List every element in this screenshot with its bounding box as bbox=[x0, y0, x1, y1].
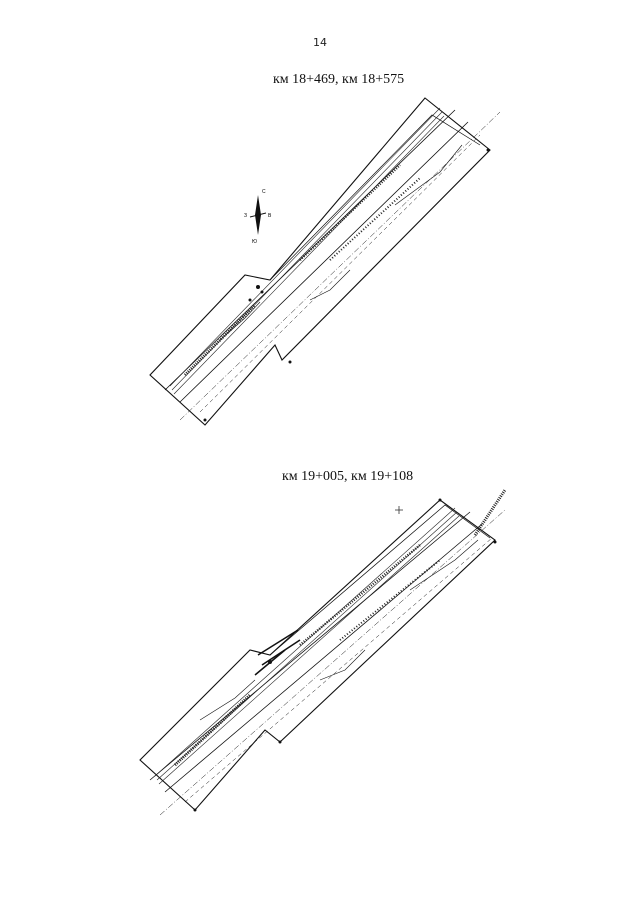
road-line bbox=[179, 121, 469, 403]
site-plan-drawing-1: С Ю З В bbox=[149, 97, 501, 426]
drain-line bbox=[199, 679, 256, 721]
site-plan-drawing-2 bbox=[139, 489, 507, 816]
drain-line bbox=[394, 144, 463, 206]
road-line bbox=[184, 537, 493, 803]
drain-line bbox=[219, 301, 261, 341]
road-line bbox=[164, 523, 483, 793]
plan-inner-edge bbox=[269, 114, 481, 281]
plan-boundary bbox=[149, 97, 491, 426]
baseline bbox=[179, 111, 501, 421]
road-line bbox=[149, 511, 471, 781]
compass-icon: С Ю З В bbox=[244, 189, 272, 245]
road-line bbox=[199, 134, 481, 413]
figure-caption-2: км 19+005, км 19+108 bbox=[282, 469, 414, 484]
drain-line bbox=[309, 269, 351, 301]
svg-text:Ю: Ю bbox=[252, 239, 257, 245]
baseline bbox=[159, 509, 506, 816]
drain-line bbox=[409, 539, 479, 591]
svg-text:В: В bbox=[268, 213, 272, 219]
figure-caption-1: км 18+469, км 18+575 bbox=[273, 72, 405, 87]
page-number: 14 bbox=[313, 36, 327, 49]
road-line bbox=[164, 109, 456, 391]
svg-text:С: С bbox=[262, 189, 266, 195]
cross-mark-icon bbox=[395, 506, 403, 514]
svg-text:З: З bbox=[244, 213, 247, 219]
plan-inner-edge bbox=[269, 504, 491, 656]
plan-boundary bbox=[139, 499, 496, 811]
drain-line bbox=[319, 649, 366, 681]
